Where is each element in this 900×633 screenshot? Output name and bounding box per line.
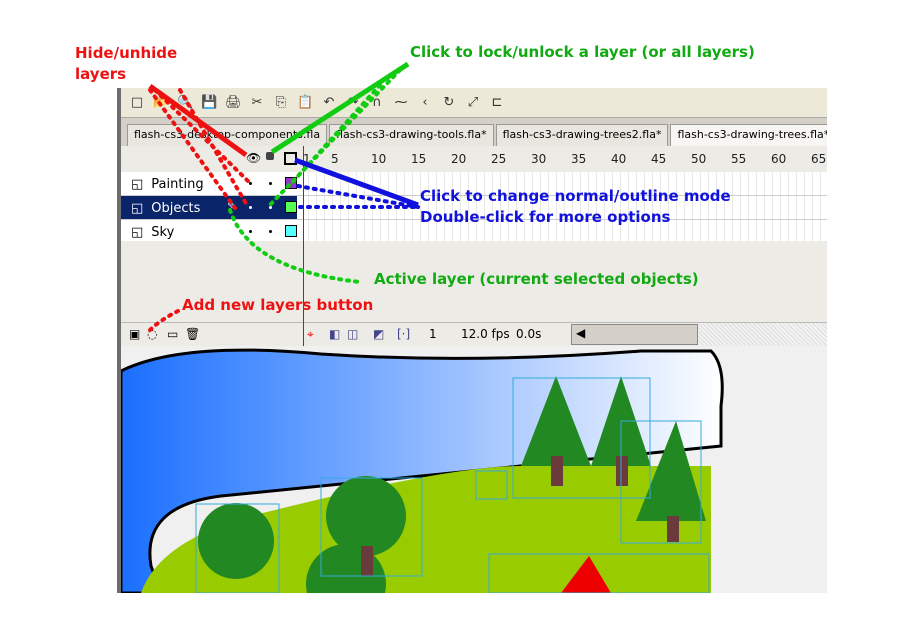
onion-outline-icon[interactable]: ◫ [347,327,359,341]
copy-icon[interactable]: ⎘ [275,94,287,110]
frame-number: 1 [303,152,311,166]
frame-number: 25 [491,152,507,166]
frame-number: 45 [651,152,667,166]
annotation-outline-options: Double-click for more options [420,208,671,226]
tab-desktop-components[interactable]: flash-cs3-desktop-components.fla [127,124,328,146]
annotation-outline-mode: Click to change normal/outline mode [420,187,731,205]
delete-layer-icon[interactable]: 🗑 [185,327,201,341]
playhead[interactable] [303,146,304,346]
align-icon[interactable]: ⊏ [491,94,503,110]
main-toolbar: □ 📂 🔍 💾 🖨 ✂ ⎘ 📋 ↶ ↷ ∩ ⁓ ‹ ↻ ⤢ ⊏ [121,88,827,118]
layer-name: Painting [151,176,204,192]
undo-icon[interactable]: ↶ [323,94,335,110]
flash-window: □ 📂 🔍 💾 🖨 ✂ ⎘ 📋 ↶ ↷ ∩ ⁓ ‹ ↻ ⤢ ⊏ flash-cs3-desktop-compo… [117,88,827,593]
find-icon[interactable]: 🔍 [177,94,194,110]
frame-track[interactable] [301,220,827,243]
tab-drawing-tools[interactable]: flash-cs3-drawing-tools.fla* [329,124,494,146]
straighten-icon[interactable]: ‹ [422,94,428,110]
add-motion-guide-icon[interactable]: ◌ [147,327,158,341]
tab-drawing-trees[interactable]: flash-cs3-drawing-trees.fla* [670,124,827,146]
layer-name-cell: ◱ Sky [131,223,296,241]
onion-skin-icon[interactable]: ◧ [329,327,341,341]
annotation-hide-layers: Hide/unhide layers [75,44,178,83]
paste-icon[interactable]: 📋 [297,94,314,110]
visibility-toggle[interactable] [249,182,252,185]
visibility-toggle[interactable] [249,230,252,233]
frame-number: 40 [611,152,627,166]
lock-toggle[interactable] [269,230,272,233]
lock-icon[interactable] [266,152,274,160]
horizontal-scrollbar[interactable]: ◀ [571,324,698,345]
add-folder-icon[interactable]: ▭ [167,327,179,341]
outline-color-swatch[interactable] [285,225,297,237]
frame-number: 55 [731,152,747,166]
sky-shape [121,348,724,593]
snap-magnet-icon[interactable]: ∩ [372,94,382,110]
frame-number: 35 [571,152,587,166]
layer-icon: ◱ [131,200,144,216]
frame-track[interactable] [301,196,827,219]
visibility-toggle[interactable] [249,206,252,209]
frame-number: 5 [331,152,339,166]
red-tent [561,556,611,593]
new-icon[interactable]: □ [130,94,144,110]
smooth-icon[interactable]: ⁓ [394,94,408,110]
frame-number: 30 [531,152,547,166]
outline-color-swatch[interactable] [285,201,297,213]
frame-number: 10 [371,152,387,166]
eye-icon[interactable]: 👁 [246,151,262,165]
annotation-add-layer: Add new layers button [182,296,374,314]
open-icon[interactable]: 📂 [153,94,170,110]
pencil-icon: ✎ [227,199,238,213]
frame-track[interactable] [301,172,827,195]
timeline-footer: ▣ ◌ ▭ 🗑 ⌖ ◧ ◫ ◩ [·] 1 12.0 fps 0.0s ◀ [121,322,827,347]
current-frame: 1 [429,327,437,341]
frame-number: 65 [811,152,827,166]
cut-icon[interactable]: ✂ [251,94,263,110]
center-frame-icon[interactable]: ⌖ [307,327,314,341]
stage-artwork [121,348,724,593]
frame-number: 60 [771,152,787,166]
lock-toggle[interactable] [269,182,272,185]
layer-icon: ◱ [131,176,144,192]
edit-multiple-frames-icon[interactable]: ◩ [373,327,385,341]
layer-name: Objects [151,200,201,216]
annotation-active-layer: Active layer (current selected objects) [374,270,699,288]
layer-icon: ◱ [131,224,144,240]
frame-number: 15 [411,152,427,166]
lock-toggle[interactable] [269,206,272,209]
scale-icon[interactable]: ⤢ [467,94,479,110]
tab-drawing-trees2[interactable]: flash-cs3-drawing-trees2.fla* [495,124,669,146]
frame-number: 20 [451,152,467,166]
layer-name: Sky [151,224,175,240]
elapsed-time: 0.0s [516,327,542,341]
outline-icon[interactable] [284,152,297,165]
add-layer-icon[interactable]: ▣ [129,327,141,341]
print-icon[interactable]: 🖨 [225,94,242,110]
outline-color-swatch[interactable] [285,177,297,189]
modify-markers-icon[interactable]: [·] [397,327,411,341]
redo-icon[interactable]: ↷ [347,94,359,110]
rotate-icon[interactable]: ↻ [443,94,455,110]
frame-number: 50 [691,152,707,166]
save-icon[interactable]: 💾 [201,94,218,110]
stage-canvas[interactable] [121,346,827,593]
annotation-lock: Click to lock/unlock a layer (or all lay… [410,43,755,61]
document-tabs: flash-cs3-desktop-components.fla flash-c… [121,124,827,147]
frame-rate: 12.0 fps [461,327,510,341]
